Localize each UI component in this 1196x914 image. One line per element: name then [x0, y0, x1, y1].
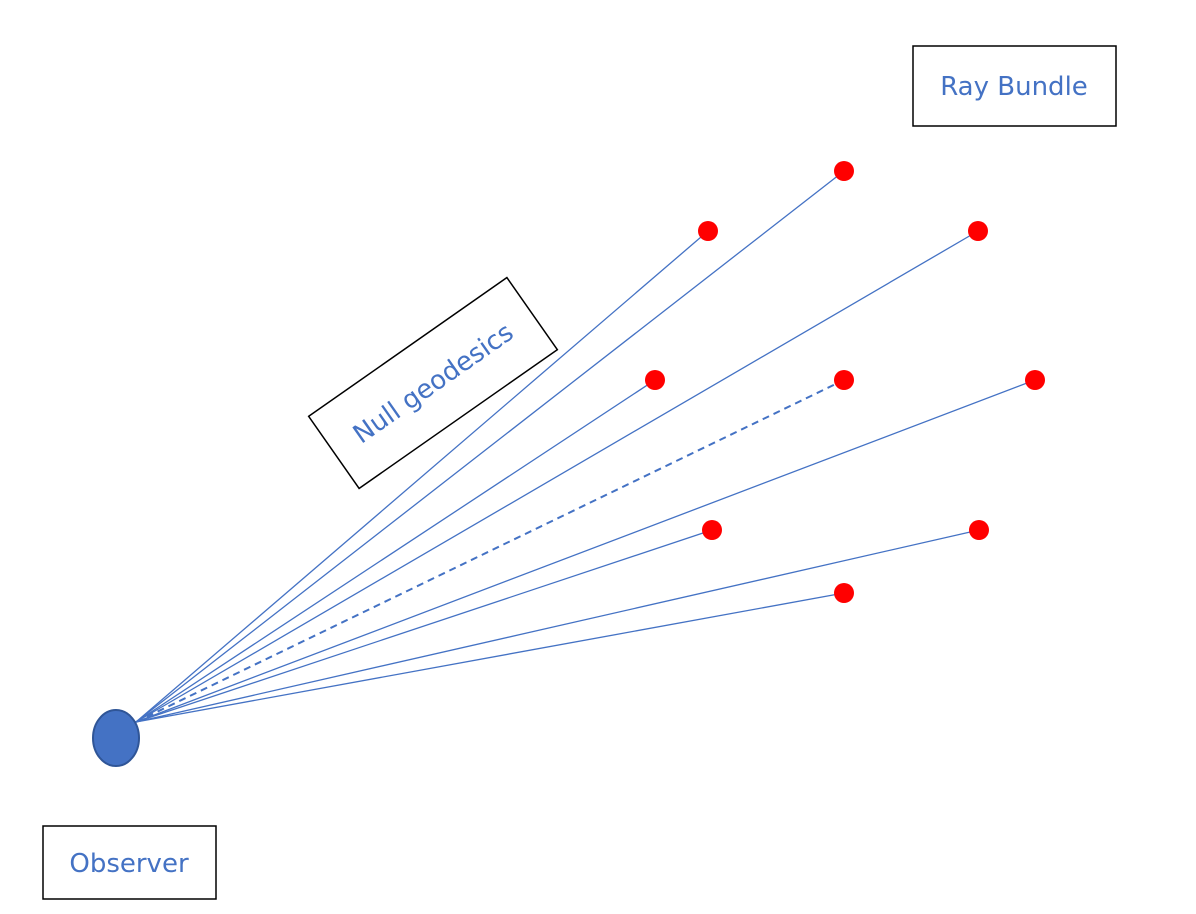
- ray-endpoint-dot: [698, 221, 718, 241]
- null-geodesic-ray: [135, 230, 979, 723]
- null-geodesics-label-box: Null geodesics: [307, 276, 559, 490]
- ray-bundle-label-box: Ray Bundle: [912, 45, 1117, 127]
- ray-endpoint-dot: [702, 520, 722, 540]
- null-geodesics-box-border: [307, 276, 559, 490]
- ray-endpoint-dot: [834, 370, 854, 390]
- observer-point: [92, 709, 140, 767]
- observer-box-border: [42, 825, 217, 900]
- ray-endpoint-dot: [834, 583, 854, 603]
- ray-endpoint-dot: [645, 370, 665, 390]
- ray-endpoint-dot: [834, 161, 854, 181]
- ray-bundle-box-border: [912, 45, 1117, 127]
- ray-endpoint-dot: [969, 520, 989, 540]
- null-geodesic-ray: [135, 379, 656, 723]
- null-geodesic-ray: [135, 529, 980, 723]
- null-geodesic-ray: [135, 230, 709, 723]
- ray-endpoint-dot: [968, 221, 988, 241]
- central-null-geodesic-ray: [135, 379, 845, 723]
- null-geodesic-ray: [135, 170, 845, 723]
- observer-label: Observer: [69, 849, 189, 879]
- ray-bundle-label: Ray Bundle: [940, 72, 1088, 102]
- null-geodesic-ray: [135, 379, 1036, 723]
- null-geodesic-ray: [135, 592, 845, 723]
- null-geodesic-rays: [135, 170, 1036, 723]
- ray-endpoint-dot: [1025, 370, 1045, 390]
- observer-label-box: Observer: [42, 825, 217, 900]
- null-geodesic-ray: [135, 529, 713, 723]
- ray-endpoints: [645, 161, 1045, 603]
